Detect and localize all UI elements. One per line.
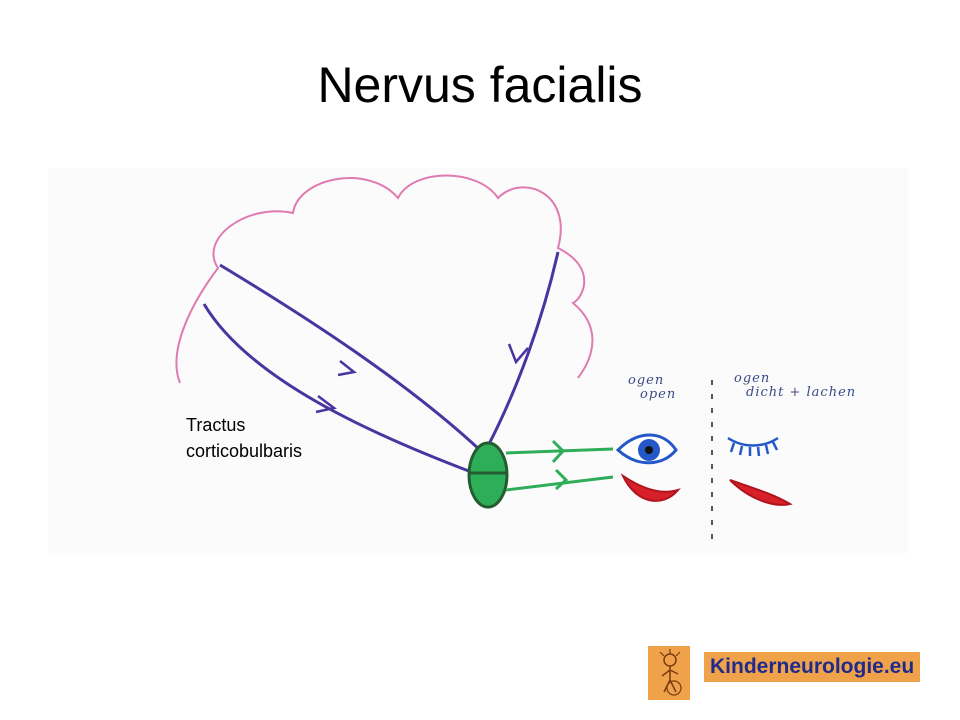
tract-label-line2: corticobulbaris	[186, 441, 303, 461]
site-logo: Kinderneurologie.eu	[648, 646, 921, 700]
closed-eye-icon	[727, 436, 779, 457]
eyes-closed-line2: dicht + lachen	[746, 385, 857, 400]
smiling-mouth-icon	[729, 479, 793, 506]
lower-tract-line	[202, 303, 475, 475]
tract-label: Tractus corticobulbaris	[186, 412, 302, 464]
eyes-closed-line1: ogen	[734, 371, 771, 386]
logo-text[interactable]: Kinderneurologie.eu	[704, 652, 921, 682]
descending-tract-arrow	[507, 343, 529, 365]
open-eye-icon	[615, 433, 678, 465]
upper-nerve-fiber	[505, 447, 614, 455]
slide-title: Nervus facialis	[317, 57, 643, 113]
upper-tract-arrow	[337, 360, 357, 377]
facial-nerve-diagram	[48, 168, 908, 553]
lower-tract-arrow	[315, 395, 337, 414]
lower-nerve-arrow	[554, 468, 569, 491]
brain-outline	[175, 174, 594, 384]
facial-nucleus	[467, 441, 509, 509]
upper-nerve-arrow	[551, 439, 566, 464]
eyes-open-label: ogen open	[628, 374, 676, 402]
upper-tract-line	[219, 263, 483, 453]
lower-nerve-fiber	[505, 475, 614, 492]
neutral-mouth-icon	[620, 473, 681, 502]
child-figure-icon	[648, 646, 690, 700]
tract-label-line1: Tractus	[186, 415, 246, 435]
eyes-closed-label: ogen dicht + lachen	[734, 372, 856, 400]
eyes-open-line1: ogen	[628, 373, 665, 388]
eyes-open-line2: open	[640, 387, 677, 402]
descending-tract-line	[486, 251, 560, 447]
